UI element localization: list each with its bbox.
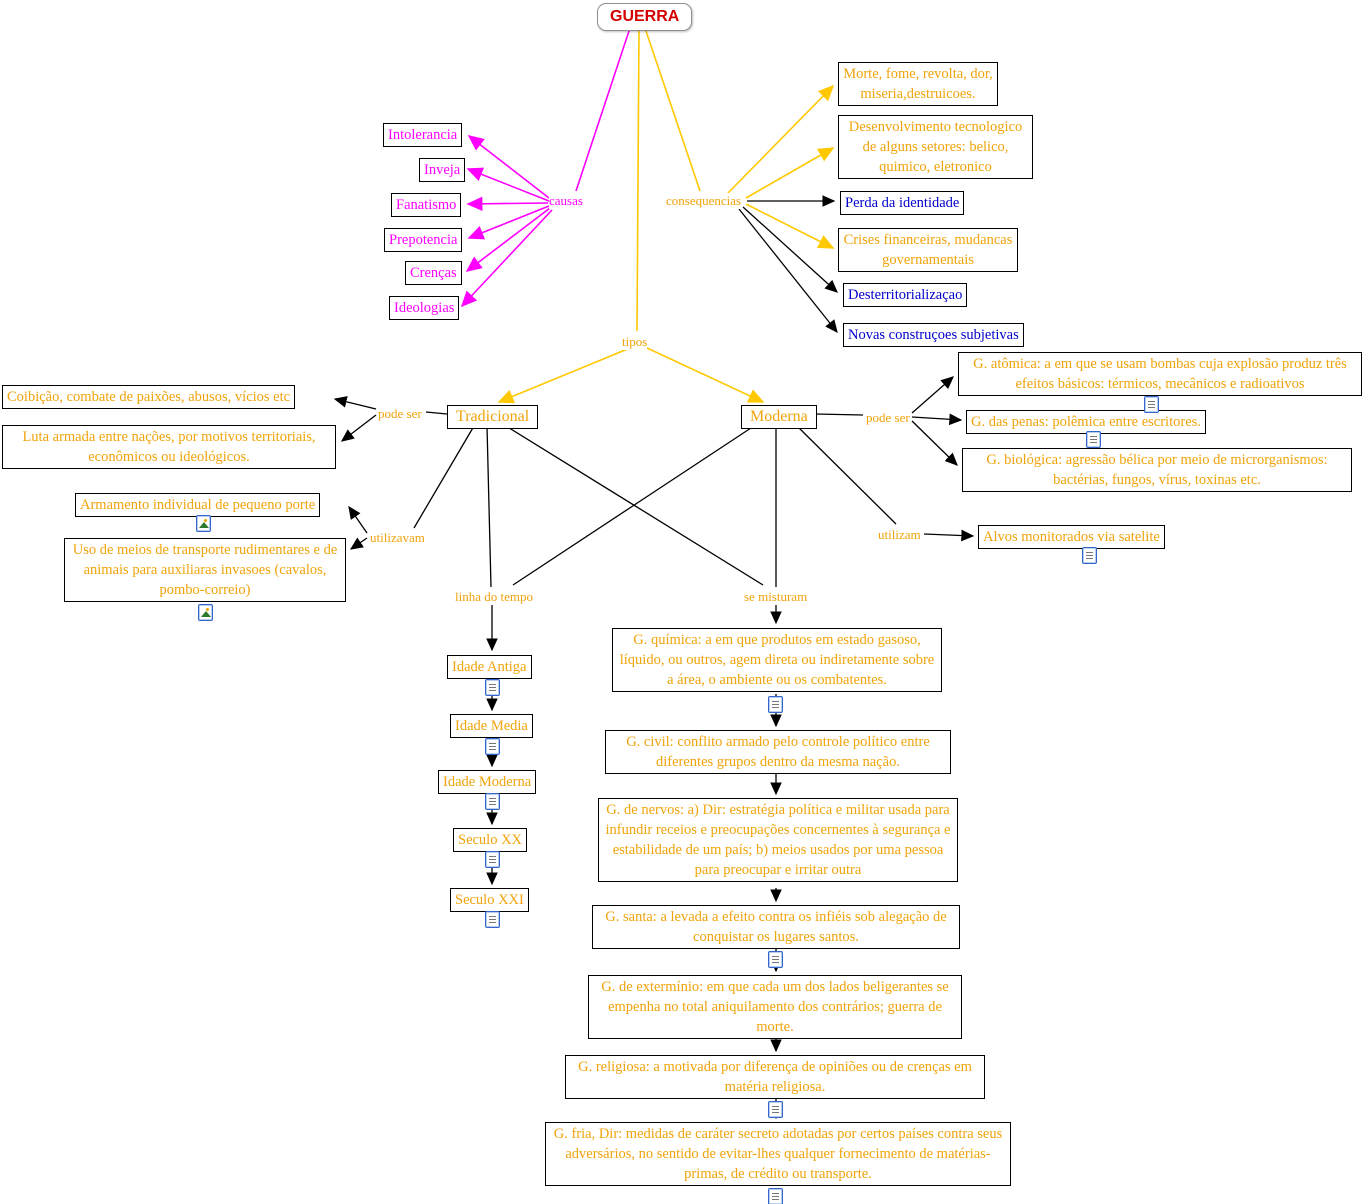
concept-coibicao[interactable]: Coibição, combate de paixões, abusos, ví… <box>2 385 296 409</box>
concept-crises-financeiras[interactable]: Crises financeiras, mudancas governament… <box>838 228 1018 272</box>
document-resource-icon[interactable] <box>768 1101 783 1118</box>
concept-transporte-rudimentar[interactable]: Uso de meios de transporte rudimentares … <box>64 538 346 602</box>
link-linha-do-tempo[interactable]: linha do tempo <box>455 589 533 605</box>
document-resource-icon[interactable] <box>485 738 500 755</box>
document-resource-icon[interactable] <box>1144 396 1159 413</box>
concept-guerra-religiosa[interactable]: G. religiosa: a motivada por diferença d… <box>565 1055 985 1099</box>
concept-guerra-fria[interactable]: G. fria, Dir: medidas de caráter secreto… <box>545 1122 1011 1186</box>
image-resource-icon[interactable] <box>196 515 211 532</box>
concept-fanatismo[interactable]: Fanatismo <box>391 193 462 217</box>
concept-desenvolvimento-tecnologico[interactable]: Desenvolvimento tecnologico de alguns se… <box>838 115 1033 179</box>
concept-morte-fome[interactable]: Morte, fome, revolta, dor, miseria,destr… <box>838 62 998 106</box>
concept-armamento[interactable]: Armamento individual de pequeno porte <box>75 493 321 517</box>
document-resource-icon[interactable] <box>1082 547 1097 564</box>
concept-guerra[interactable]: GUERRA <box>597 3 693 31</box>
concept-seculo-xx[interactable]: Seculo XX <box>453 828 528 852</box>
document-resource-icon[interactable] <box>485 793 500 810</box>
image-resource-icon[interactable] <box>198 604 213 621</box>
concept-moderna[interactable]: Moderna <box>741 405 817 429</box>
concept-guerra-quimica[interactable]: G. química: a em que produtos em estado … <box>612 628 942 692</box>
concept-idade-moderna[interactable]: Idade Moderna <box>438 770 537 794</box>
concept-ideologias[interactable]: Ideologias <box>389 296 460 320</box>
document-resource-icon[interactable] <box>485 679 500 696</box>
link-pode-ser-moderna[interactable]: pode ser <box>866 410 910 426</box>
document-resource-icon[interactable] <box>768 1188 783 1204</box>
link-se-misturam[interactable]: se misturam <box>744 589 808 605</box>
concept-guerra-das-penas[interactable]: G. das penas: polêmica entre escritores. <box>966 410 1206 434</box>
concept-guerra-santa[interactable]: G. santa: a levada a efeito contra os in… <box>592 905 960 949</box>
concept-seculo-xxi[interactable]: Seculo XXI <box>450 888 529 912</box>
document-resource-icon[interactable] <box>768 951 783 968</box>
concept-crencas[interactable]: Crenças <box>405 261 462 285</box>
concept-guerra-de-nervos[interactable]: G. de nervos: a) Dir: estratégia polític… <box>598 798 958 882</box>
document-resource-icon[interactable] <box>768 696 783 713</box>
concept-desterritorializacao[interactable]: Desterritorializaçao <box>843 283 968 307</box>
document-resource-icon[interactable] <box>485 851 500 868</box>
concept-luta-armada[interactable]: Luta armada entre nações, por motivos te… <box>2 425 336 469</box>
concept-novas-construcoes[interactable]: Novas construçoes subjetivas <box>843 323 1024 347</box>
concept-prepotencia[interactable]: Prepotencia <box>384 228 463 252</box>
link-utilizam[interactable]: utilizam <box>878 527 921 543</box>
concept-perda-identidade[interactable]: Perda da identidade <box>840 191 965 215</box>
link-causas[interactable]: causas <box>549 193 583 209</box>
concept-idade-media[interactable]: Idade Media <box>450 714 533 738</box>
concept-intolerancia[interactable]: Intolerancia <box>383 123 463 147</box>
concept-guerra-atomica[interactable]: G. atômica: a em que se usam bombas cuja… <box>958 352 1362 396</box>
concept-idade-antiga[interactable]: Idade Antiga <box>447 655 532 679</box>
concept-guerra-civil[interactable]: G. civil: conflito armado pelo controle … <box>605 730 951 774</box>
document-resource-icon[interactable] <box>485 911 500 928</box>
link-consequencias[interactable]: consequencias <box>666 193 742 209</box>
link-pode-ser-tradicional[interactable]: pode ser <box>378 406 422 422</box>
link-tipos[interactable]: tipos <box>622 334 648 350</box>
concept-inveja[interactable]: Inveja <box>419 158 466 182</box>
concept-alvos-satelite[interactable]: Alvos monitorados via satelite <box>978 525 1165 549</box>
document-resource-icon[interactable] <box>1086 431 1101 448</box>
concept-guerra-de-exterminio[interactable]: G. de extermínio: em que cada um dos lad… <box>588 975 962 1039</box>
concept-guerra-biologica[interactable]: G. biológica: agressão bélica por meio d… <box>962 448 1352 492</box>
concept-tradicional[interactable]: Tradicional <box>447 405 539 429</box>
link-utilizavam[interactable]: utilizavam <box>370 530 425 546</box>
